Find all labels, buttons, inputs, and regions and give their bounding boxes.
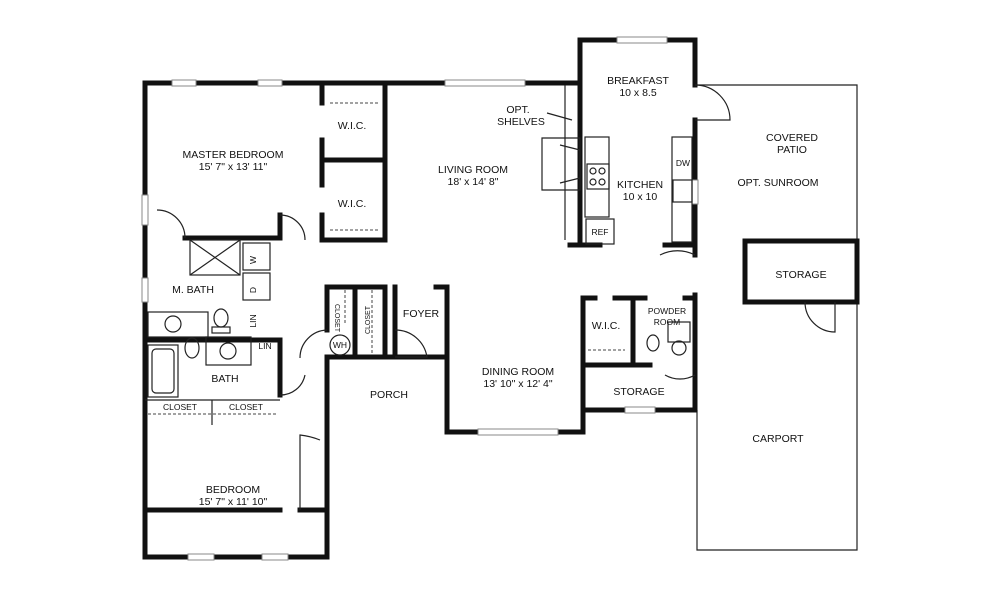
linen-label: LIN: [258, 341, 271, 351]
room-labels: MASTER BEDROOM 15' 7" x 13' 11" W.I.C. W…: [163, 75, 827, 508]
kitchen-size: 10 x 10: [623, 191, 658, 203]
patio-storage-walls: [742, 238, 860, 305]
breakfast-label: BREAKFAST: [607, 75, 669, 87]
master-bedroom-size: 15' 7" x 13' 11": [199, 161, 268, 173]
wic-label: W.I.C.: [592, 320, 621, 332]
bath-label: BATH: [211, 373, 238, 385]
foyer-label: FOYER: [403, 308, 440, 320]
storage-label: STORAGE: [613, 386, 664, 398]
dryer-label: D: [248, 287, 258, 293]
master-bedroom-label: MASTER BEDROOM: [183, 149, 284, 161]
living-room-label: LIVING ROOM: [438, 164, 508, 176]
stove: [586, 163, 610, 190]
fireplace: [541, 137, 581, 191]
porch-label: PORCH: [370, 389, 408, 401]
doors: [156, 84, 731, 510]
bedroom-label: BEDROOM: [206, 484, 260, 496]
covered-patio-label: PATIO: [777, 144, 807, 156]
opt-shelves-label: SHELVES: [497, 116, 545, 128]
closet-label: CLOSET: [163, 402, 197, 412]
bedroom-size: 15' 7" x 11' 10": [199, 496, 268, 508]
closet-label: CLOSET: [333, 304, 340, 333]
opt-shelves-label: OPT.: [506, 104, 529, 116]
washer-label: W: [248, 256, 258, 264]
counter-right: [671, 136, 693, 243]
sunroom-label: OPT. SUNROOM: [737, 177, 818, 189]
dining-room-size: 13' 10" x 12' 4": [483, 378, 553, 390]
patio-carport-outline: [696, 84, 858, 551]
toilet: [213, 308, 229, 328]
powder-room-label: ROOM: [654, 317, 680, 327]
toilet: [184, 337, 200, 359]
bathtub: [147, 344, 179, 398]
water-heater-label: WH: [333, 340, 347, 350]
wic-label: W.I.C.: [338, 120, 367, 132]
breakfast-size: 10 x 8.5: [619, 87, 657, 99]
exterior-walls: [142, 37, 698, 560]
patio-storage-label: STORAGE: [775, 269, 826, 281]
fixtures: [145, 85, 693, 425]
shower: [189, 239, 241, 276]
kitchen-sink: [672, 179, 693, 203]
kitchen-label: KITCHEN: [617, 179, 663, 191]
master-bath-label: M. BATH: [172, 284, 214, 296]
dishwasher-label: DW: [676, 158, 690, 168]
refrigerator: [585, 218, 615, 245]
linen-label: LIN: [248, 314, 258, 327]
door-swing: [804, 301, 836, 333]
windows: [141, 36, 699, 561]
living-room-size: 18' x 14' 8": [448, 176, 499, 188]
dining-room-label: DINING ROOM: [482, 366, 554, 378]
refrigerator-label: REF: [592, 227, 609, 237]
closet-label: CLOSET: [365, 305, 372, 334]
carport-label: CARPORT: [752, 433, 804, 445]
powder-room-label: POWDER: [648, 306, 686, 316]
washer: [242, 242, 271, 271]
covered-patio-label: COVERED: [766, 132, 818, 144]
wic-label: W.I.C.: [338, 198, 367, 210]
dryer: [242, 272, 271, 301]
interior-walls: [142, 80, 698, 513]
vanity: [147, 311, 209, 338]
counter: [584, 136, 610, 218]
closet-label: CLOSET: [229, 402, 263, 412]
water-heater: [329, 334, 351, 356]
sink: [164, 315, 182, 333]
